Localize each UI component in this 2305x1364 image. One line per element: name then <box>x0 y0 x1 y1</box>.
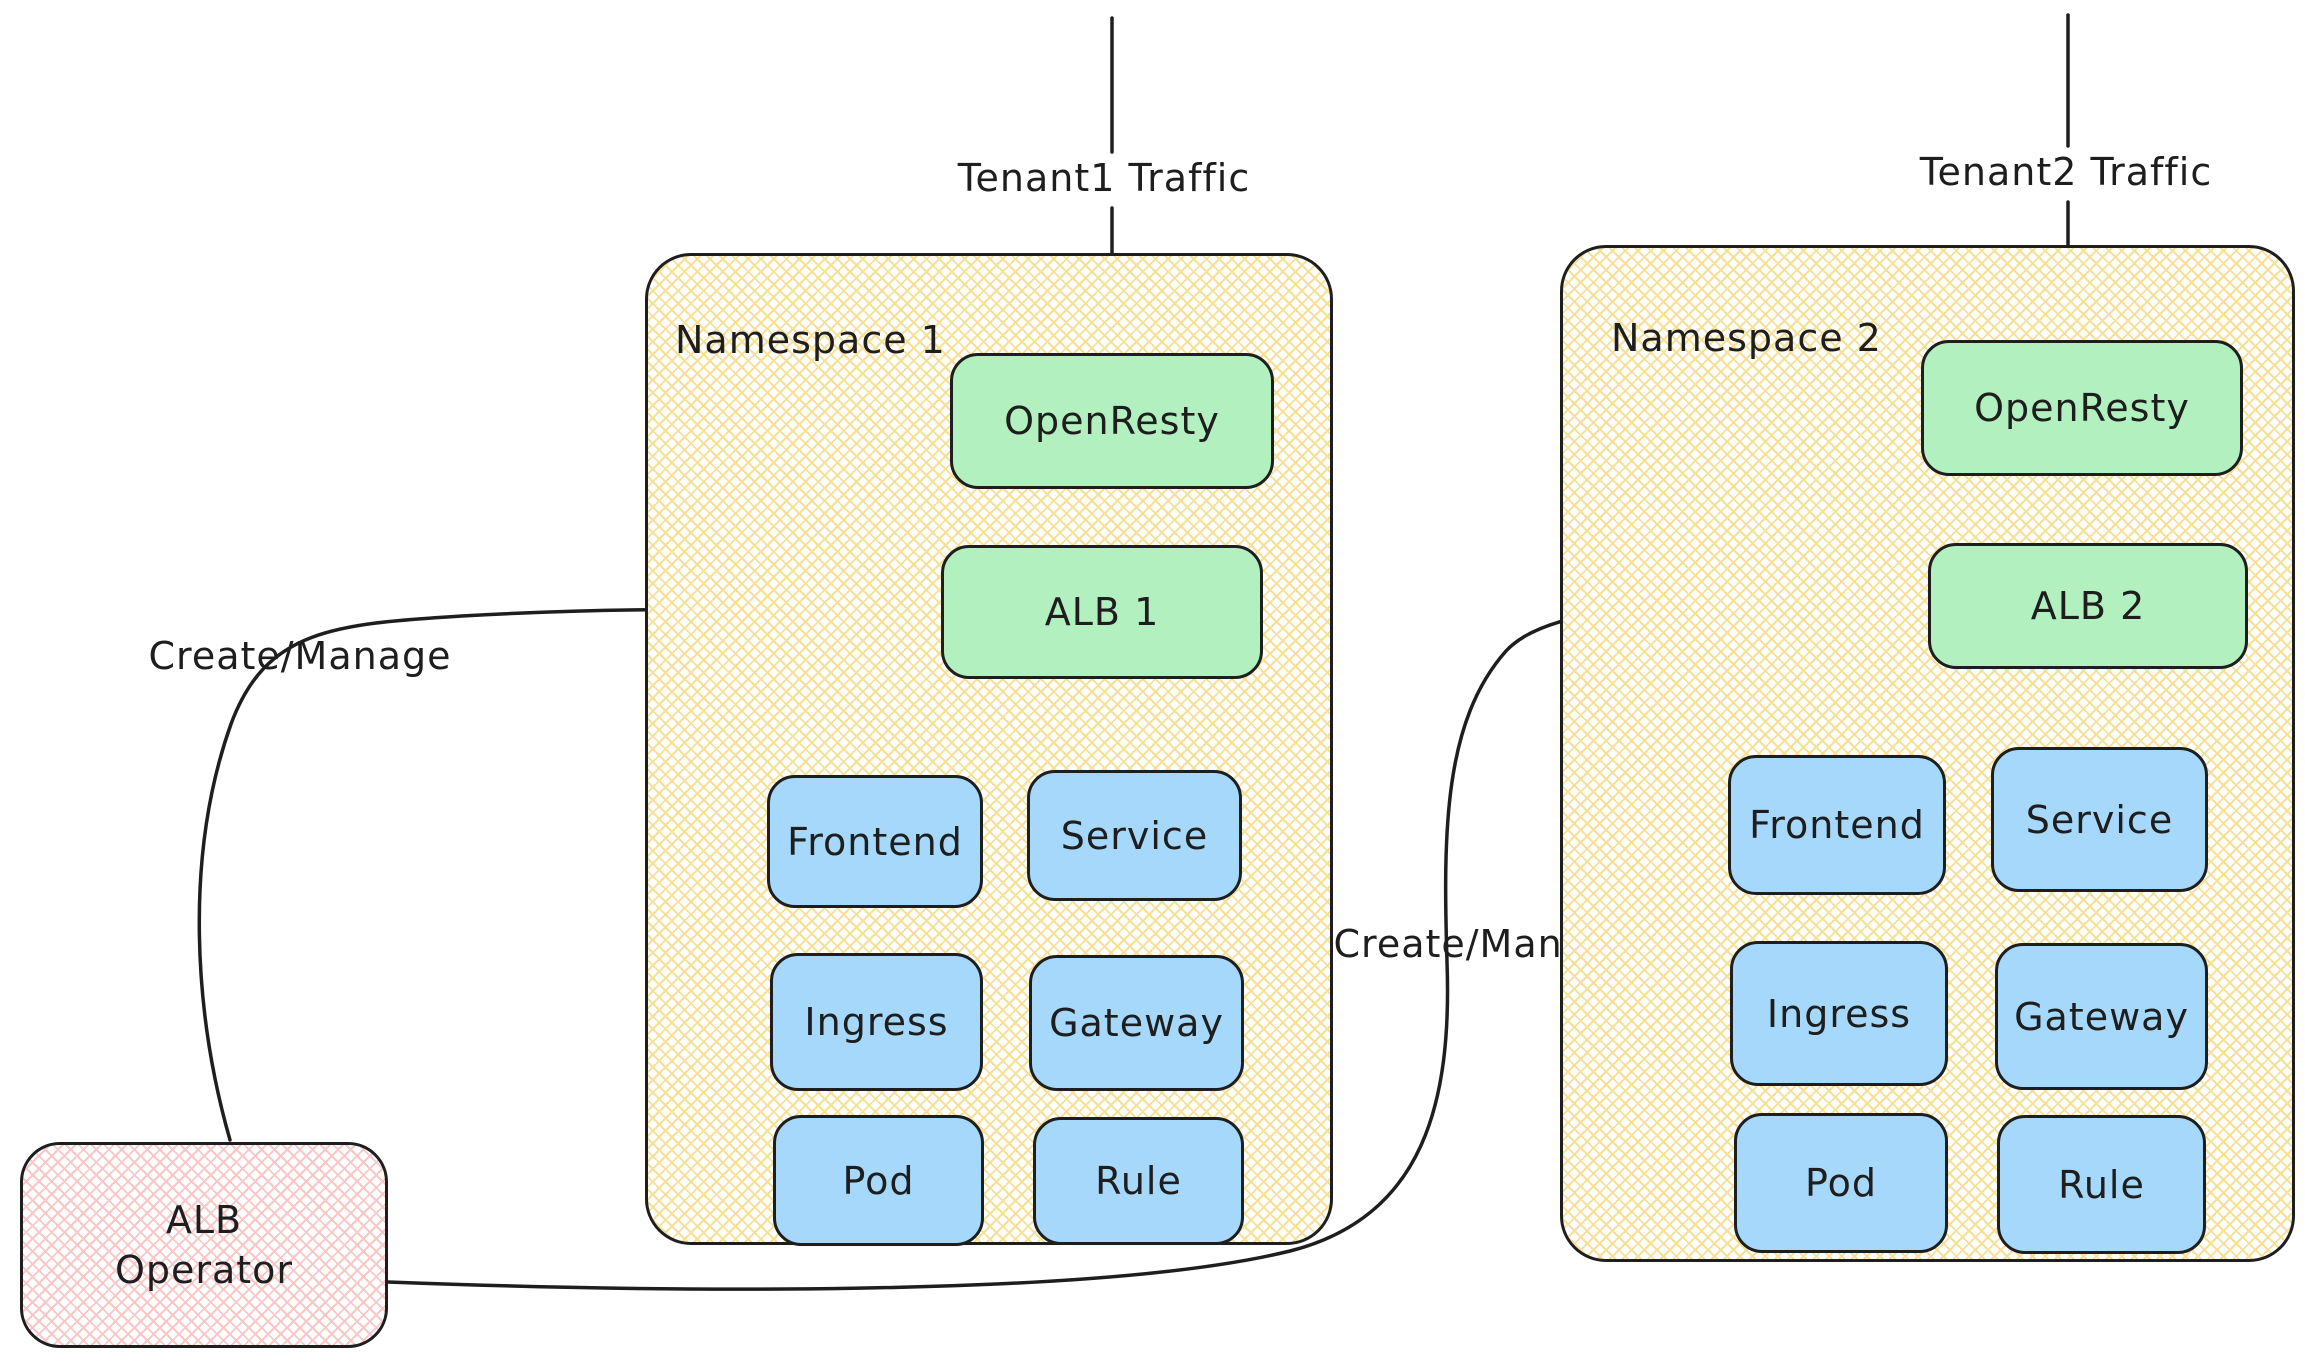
alb-2-node: ALB 2 <box>1928 543 2248 669</box>
gateway-2-node: Gateway <box>1995 943 2208 1090</box>
namespace-1-container: Namespace 1 OpenResty ALB 1 Frontend Ser… <box>645 253 1333 1246</box>
namespace-1-title: Namespace 1 <box>675 318 946 362</box>
openresty-1-node: OpenResty <box>950 353 1274 489</box>
openresty-2-node: OpenResty <box>1921 340 2243 476</box>
alb-1-node: ALB 1 <box>941 545 1263 679</box>
create-manage-left-label: Create/Manage <box>148 634 452 678</box>
ingress-1-node: Ingress <box>770 953 983 1091</box>
namespace-2-title: Namespace 2 <box>1611 316 1882 360</box>
pod-1-node: Pod <box>773 1115 984 1246</box>
frontend-1-node: Frontend <box>767 775 983 908</box>
service-2-node: Service <box>1991 747 2208 892</box>
tenant1-traffic-label: Tenant1 Traffic <box>957 156 1251 200</box>
alb-operator-label-line2: Operator <box>114 1248 294 1292</box>
frontend-2-node: Frontend <box>1728 755 1946 895</box>
pod-2-node: Pod <box>1734 1113 1948 1253</box>
ingress-2-node: Ingress <box>1730 941 1948 1086</box>
tenant2-traffic-label: Tenant2 Traffic <box>1919 150 2213 194</box>
namespace-2-container: Namespace 2 OpenResty ALB 2 Frontend Ser… <box>1560 245 2295 1262</box>
rule-1-node: Rule <box>1033 1117 1244 1245</box>
rule-2-node: Rule <box>1997 1115 2206 1254</box>
gateway-1-node: Gateway <box>1029 955 1244 1091</box>
service-1-node: Service <box>1027 770 1242 901</box>
alb-operator-node: ALB Operator <box>20 1142 388 1348</box>
alb-operator-label-line1: ALB <box>165 1198 243 1242</box>
